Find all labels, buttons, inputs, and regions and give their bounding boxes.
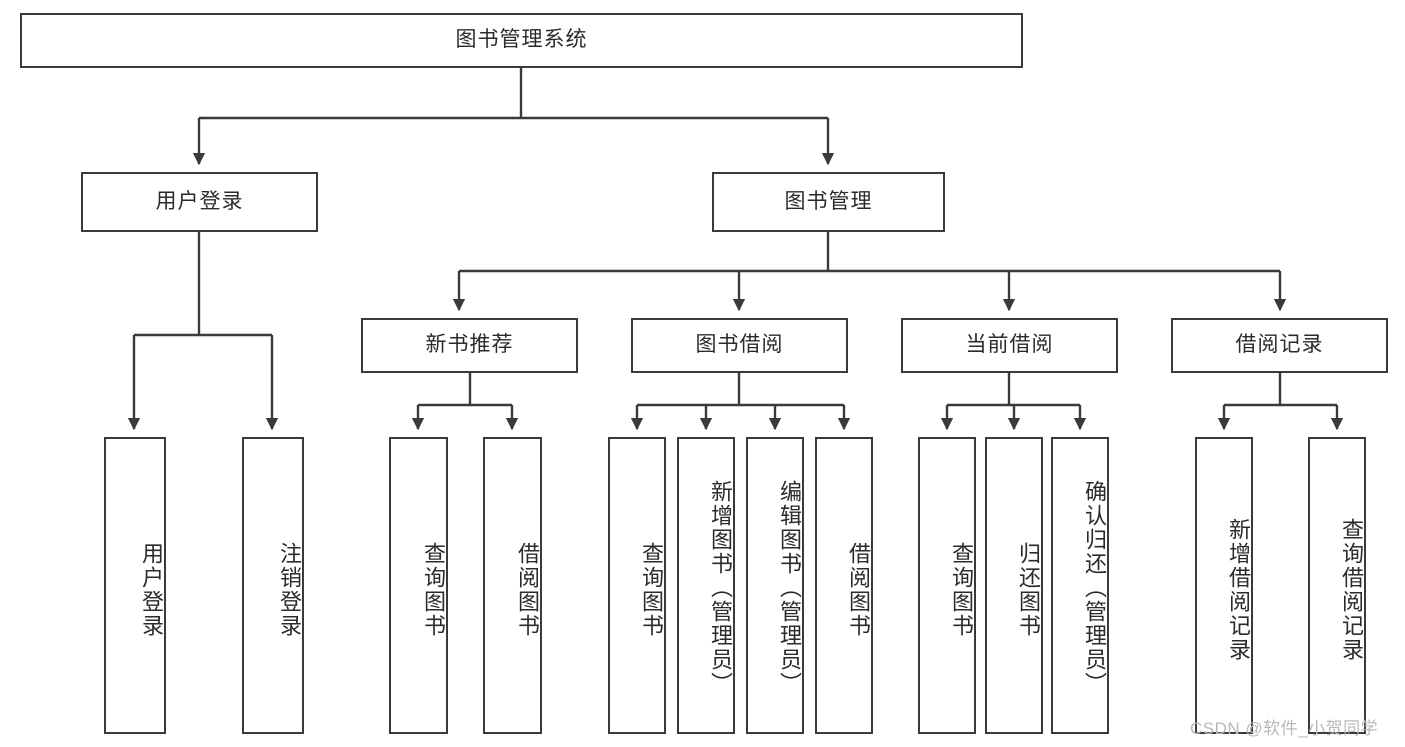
node-book-borrow[interactable]: 图书借阅 (631, 318, 848, 373)
node-leaf-query-book-current[interactable]: 查询图书 (918, 437, 976, 734)
node-leaf-add-book-admin[interactable]: 新增图书（管理员） (677, 437, 735, 734)
node-leaf-query-borrow-record[interactable]: 查询借阅记录 (1308, 437, 1366, 734)
node-leaf-add-borrow-record[interactable]: 新增借阅记录 (1195, 437, 1253, 734)
node-new-book-recommend[interactable]: 新书推荐 (361, 318, 578, 373)
node-root-system[interactable]: 图书管理系统 (20, 13, 1023, 68)
node-leaf-confirm-return-admin[interactable]: 确认归还（管理员） (1051, 437, 1109, 734)
node-leaf-borrow-book[interactable]: 借阅图书 (815, 437, 873, 734)
node-leaf-query-book-borrow[interactable]: 查询图书 (608, 437, 666, 734)
node-book-management[interactable]: 图书管理 (712, 172, 945, 232)
node-leaf-user-login[interactable]: 用户登录 (104, 437, 166, 734)
node-leaf-borrow-book-recommend[interactable]: 借阅图书 (483, 437, 542, 734)
csdn-watermark: CSDN @软件_小贺同学 (1190, 719, 1379, 738)
node-borrow-records[interactable]: 借阅记录 (1171, 318, 1388, 373)
node-user-login[interactable]: 用户登录 (81, 172, 318, 232)
node-leaf-logout[interactable]: 注销登录 (242, 437, 304, 734)
node-current-borrow[interactable]: 当前借阅 (901, 318, 1118, 373)
node-leaf-query-book-recommend[interactable]: 查询图书 (389, 437, 448, 734)
node-leaf-edit-book-admin[interactable]: 编辑图书（管理员） (746, 437, 804, 734)
node-leaf-return-book[interactable]: 归还图书 (985, 437, 1043, 734)
